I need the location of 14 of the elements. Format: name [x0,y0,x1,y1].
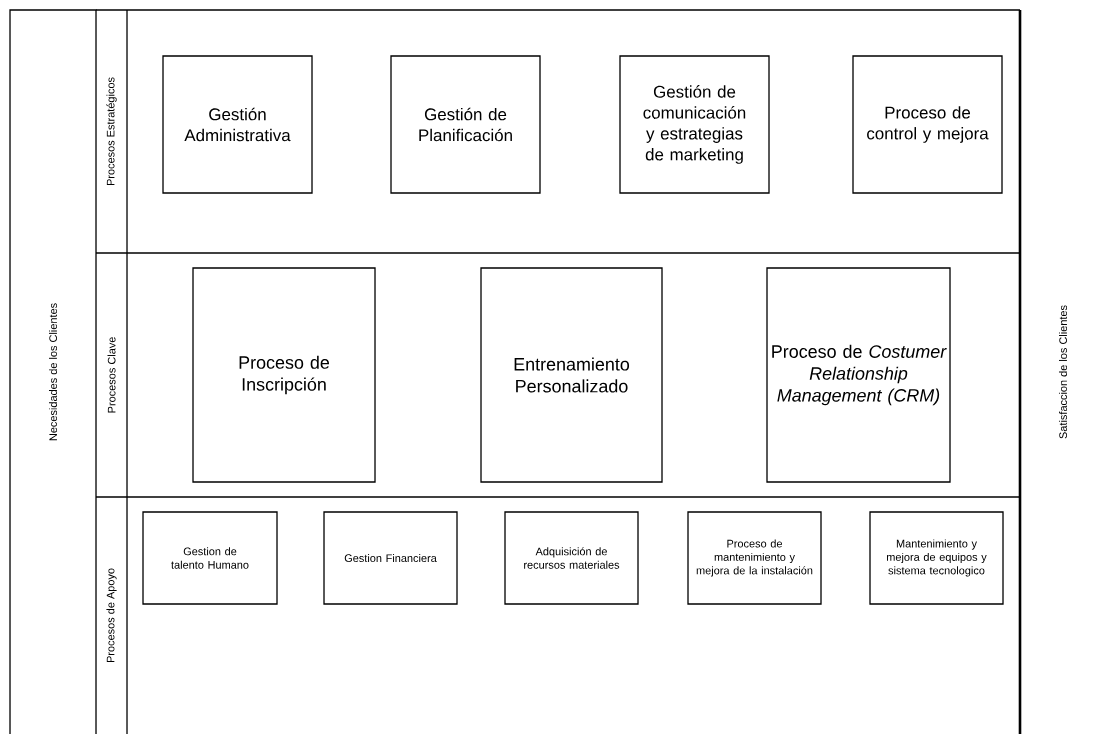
column-band: Necesidades de los Clientes [9,9,97,734]
process-box: Proceso de Costumer Relationship Management (CRM) [766,267,951,483]
process-box: Proceso de Inscripción [192,267,376,483]
process-box: Gestión de comunicación y estrategias de marketing [619,55,770,194]
process-box: Mantenimiento y mejora de equipos y sistema tecnologico [869,511,1004,605]
process-box: Proceso de mantenimiento y mejora de la instalación [687,511,822,605]
process-box: Entrenamiento Personalizado [480,267,663,483]
column-band: Satisfaccion de los Clientes [1018,10,1068,734]
process-box: Adquisición de recursos materiales [504,511,639,605]
process-box: Gestion de talento Humano [142,511,278,605]
process-box: Gestión Administrativa [162,55,313,194]
process-box: Proceso de control y mejora [852,55,1003,194]
process-box: Gestion Financiera [323,511,458,605]
process-box: Gestión de Planificación [390,55,541,194]
